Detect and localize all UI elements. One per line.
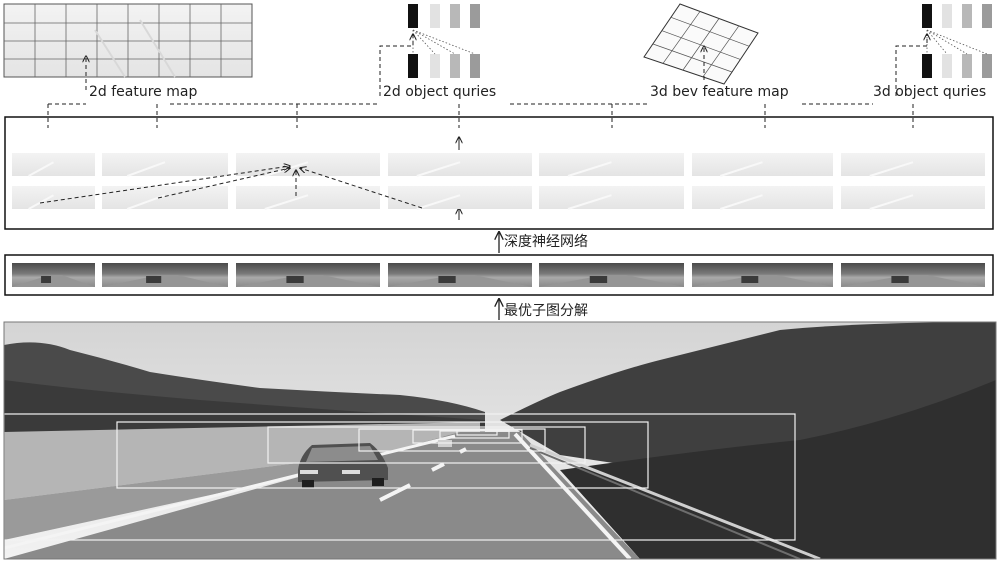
crop-thumbnail	[12, 263, 95, 287]
road-scene-photo	[4, 322, 996, 559]
crop-thumbnail	[236, 263, 380, 287]
object-queries-2d	[379, 4, 480, 96]
feature-thumbnail	[388, 153, 532, 177]
feature-map-2d-label: 2d feature map	[89, 84, 197, 100]
crop-thumbnail	[692, 263, 833, 287]
query-column-bottom	[408, 54, 480, 78]
bev-feature-map-3d-label: 3d bev feature map	[650, 84, 789, 100]
deep-network-label: 深度神经网络	[504, 234, 588, 250]
subimage-boxes	[4, 413, 796, 541]
feature-thumbnail	[539, 186, 684, 210]
object-queries-3d	[895, 4, 992, 96]
feature-thumbnail	[388, 186, 532, 210]
feature-thumbnail	[12, 153, 95, 177]
feature-thumbnail	[102, 186, 228, 210]
feature-thumbnail	[236, 153, 380, 177]
feature-crop-row-top	[12, 153, 985, 177]
bev-feature-map-3d	[643, 3, 759, 85]
query-column-bottom	[922, 54, 992, 78]
feature-thumbnail	[102, 153, 228, 177]
feature-thumbnail	[841, 186, 985, 210]
feature-thumbnail	[692, 153, 833, 177]
attention-arrows	[39, 166, 423, 209]
object-queries-3d-label: 3d object quries	[873, 84, 986, 100]
crop-frame	[4, 254, 994, 296]
feature-crop-row-bottom	[12, 186, 985, 210]
feature-thumbnail	[692, 186, 833, 210]
crop-thumbnail	[388, 263, 532, 287]
feature-thumbnail	[12, 186, 95, 210]
photo-border	[3, 321, 997, 560]
feature-thumbnail	[841, 153, 985, 177]
query-column-top	[408, 4, 480, 28]
crop-thumbnail	[102, 263, 228, 287]
feature-map-2d	[3, 3, 253, 90]
feature-thumbnail	[539, 153, 684, 177]
optimal-decomposition-label: 最优子图分解	[504, 303, 588, 319]
feature-processing-frame	[4, 116, 994, 230]
output-connector-bus	[47, 103, 914, 128]
object-queries-2d-label: 2d object quries	[383, 84, 496, 100]
image-crop-row	[12, 263, 985, 287]
crop-thumbnail	[539, 263, 684, 287]
feature-thumbnail	[236, 186, 380, 210]
crop-thumbnail	[841, 263, 985, 287]
query-column-top	[922, 4, 992, 28]
